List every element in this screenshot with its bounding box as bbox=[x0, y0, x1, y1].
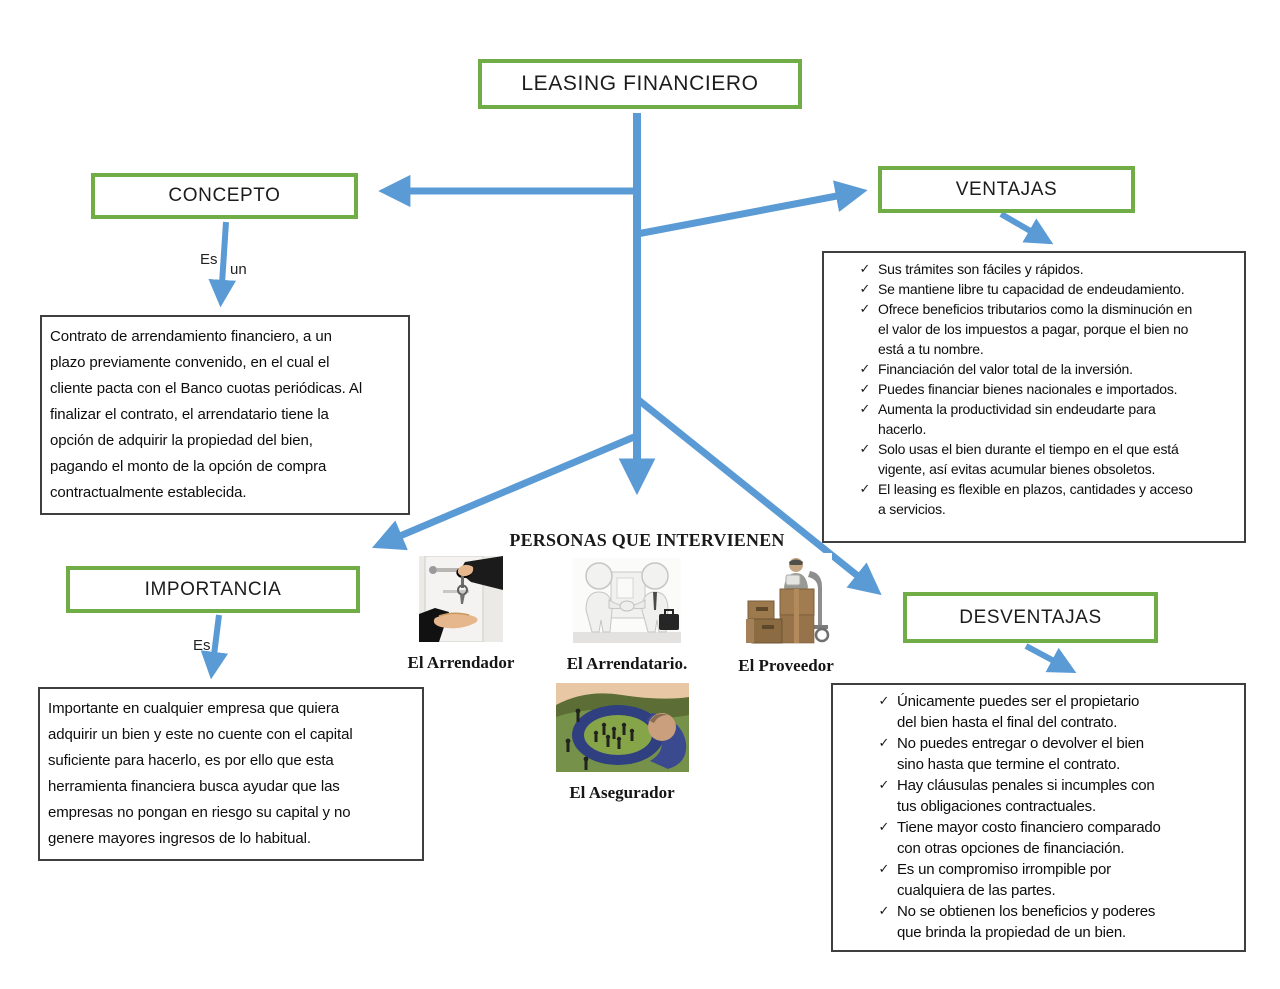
desventajas-list-item: ✓ Únicamente puedes ser el propietario d… bbox=[833, 691, 1238, 733]
concepto-description-box: Contrato de arrendamiento financiero, a … bbox=[40, 315, 410, 515]
ventajas-list-item: ✓ Ofrece beneficios tributarios como la … bbox=[824, 299, 1238, 359]
desventajas-item-text: Tiene mayor costo financiero comparado c… bbox=[897, 819, 1161, 857]
delivery-boxes-icon bbox=[740, 553, 832, 645]
checkmark-icon: ✓ bbox=[859, 401, 871, 416]
concepto-heading-box: CONCEPTO bbox=[91, 173, 358, 219]
importancia-connector-es: Es bbox=[193, 637, 211, 654]
ventajas-list-item: ✓ Puedes financiar bienes nacionales e i… bbox=[824, 379, 1238, 399]
desventajas-item-text: Es un compromiso irrompible por cualquie… bbox=[897, 861, 1111, 899]
desventajas-item-text: No se obtienen los beneficios y poderes … bbox=[897, 903, 1156, 941]
concepto-connector-un: un bbox=[230, 261, 247, 278]
desventajas-item-text: Únicamente puedes ser el propietario del… bbox=[897, 693, 1140, 731]
checkmark-icon: ✓ bbox=[878, 735, 890, 750]
desventajas-list-item: ✓ Hay cláusulas penales si incumples con… bbox=[833, 775, 1238, 817]
arrow-to-desventajas bbox=[633, 395, 882, 596]
desventajas-list-item: ✓ No puedes entregar o devolver el bien … bbox=[833, 733, 1238, 775]
desventajas-item-text: No puedes entregar o devolver el bien si… bbox=[897, 735, 1144, 773]
ventajas-heading: VENTAJAS bbox=[955, 178, 1058, 200]
ventajas-item-text: Aumenta la productividad sin endeudarte … bbox=[878, 401, 1156, 437]
ventajas-list-item: ✓ Sus trámites son fáciles y rápidos. bbox=[824, 259, 1238, 279]
ventajas-list-item: ✓ Solo usas el bien durante el tiempo en… bbox=[824, 439, 1238, 479]
protective-arms-icon bbox=[555, 683, 689, 772]
checkmark-icon: ✓ bbox=[878, 903, 890, 918]
role-asegurador-label: El Asegurador bbox=[569, 783, 675, 802]
title-box: LEASING FINANCIERO bbox=[478, 59, 802, 109]
page-title: LEASING FINANCIERO bbox=[521, 72, 759, 95]
checkmark-icon: ✓ bbox=[878, 819, 890, 834]
checkmark-icon: ✓ bbox=[878, 777, 890, 792]
desventajas-list-box: ✓ Únicamente puedes ser el propietario d… bbox=[831, 683, 1246, 952]
importancia-description-box: Importante en cualquier empresa que quie… bbox=[38, 687, 424, 861]
ventajas-list-item: ✓ Se mantiene libre tu capacidad de ende… bbox=[824, 279, 1238, 299]
ventajas-list-box: ✓ Sus trámites son fáciles y rápidos. ✓ … bbox=[822, 251, 1246, 543]
arrow-to-ventajas bbox=[636, 180, 868, 238]
checkmark-icon: ✓ bbox=[859, 361, 871, 376]
checkmark-icon: ✓ bbox=[859, 441, 871, 456]
arrow-desventajas-to-list bbox=[1024, 643, 1077, 673]
checkmark-icon: ✓ bbox=[859, 481, 871, 496]
ventajas-item-text: El leasing es flexible en plazos, cantid… bbox=[878, 481, 1193, 517]
desventajas-list-item: ✓ Es un compromiso irrompible por cualqu… bbox=[833, 859, 1238, 901]
arrow-importancia-to-text bbox=[200, 614, 229, 680]
arrow-concepto-to-definition bbox=[208, 221, 237, 308]
role-arrendador-label: El Arrendador bbox=[407, 653, 515, 672]
desventajas-list-item: ✓ No se obtienen los beneficios y podere… bbox=[833, 901, 1238, 943]
ventajas-list-item: ✓ El leasing es flexible en plazos, cant… bbox=[824, 479, 1238, 519]
role-proveedor: El Proveedor bbox=[724, 553, 848, 676]
desventajas-heading: DESVENTAJAS bbox=[959, 606, 1102, 628]
importancia-heading-box: IMPORTANCIA bbox=[66, 566, 360, 613]
role-arrendatario-label: El Arrendatario. bbox=[566, 654, 688, 673]
handing-keys-icon bbox=[419, 556, 503, 642]
checkmark-icon: ✓ bbox=[878, 693, 890, 708]
handshake-figures-icon bbox=[573, 558, 681, 643]
role-arrendador: El Arrendador bbox=[399, 556, 523, 673]
checkmark-icon: ✓ bbox=[859, 381, 871, 396]
concepto-connector-es: Es bbox=[200, 251, 218, 268]
role-proveedor-label: El Proveedor bbox=[738, 656, 834, 675]
desventajas-item-text: Hay cláusulas penales si incumples con t… bbox=[897, 777, 1155, 815]
ventajas-item-text: Se mantiene libre tu capacidad de endeud… bbox=[878, 281, 1185, 297]
ventajas-item-text: Financiación del valor total de la inver… bbox=[878, 361, 1133, 377]
ventajas-item-text: Solo usas el bien durante el tiempo en e… bbox=[878, 441, 1179, 477]
ventajas-heading-box: VENTAJAS bbox=[878, 166, 1135, 213]
desventajas-list-item: ✓ Tiene mayor costo financiero comparado… bbox=[833, 817, 1238, 859]
ventajas-list-item: ✓ Financiación del valor total de la inv… bbox=[824, 359, 1238, 379]
checkmark-icon: ✓ bbox=[859, 281, 871, 296]
role-arrendatario: El Arrendatario. bbox=[560, 558, 694, 674]
concepto-heading: CONCEPTO bbox=[168, 185, 281, 206]
checkmark-icon: ✓ bbox=[859, 301, 871, 316]
ventajas-item-text: Ofrece beneficios tributarios como la di… bbox=[878, 301, 1193, 357]
arrow-to-importancia bbox=[371, 433, 636, 551]
desventajas-heading-box: DESVENTAJAS bbox=[903, 592, 1158, 643]
checkmark-icon: ✓ bbox=[878, 861, 890, 876]
arrow-ventajas-to-list bbox=[999, 211, 1054, 245]
importancia-heading: IMPORTANCIA bbox=[144, 578, 282, 600]
ventajas-item-text: Puedes financiar bienes nacionales e imp… bbox=[878, 381, 1178, 397]
role-asegurador: El Asegurador bbox=[552, 683, 692, 803]
ventajas-list-item: ✓ Aumenta la productividad sin endeudart… bbox=[824, 399, 1238, 439]
personas-heading: PERSONAS QUE INTERVIENEN bbox=[509, 530, 785, 550]
checkmark-icon: ✓ bbox=[859, 261, 871, 276]
ventajas-item-text: Sus trámites son fáciles y rápidos. bbox=[878, 261, 1084, 277]
